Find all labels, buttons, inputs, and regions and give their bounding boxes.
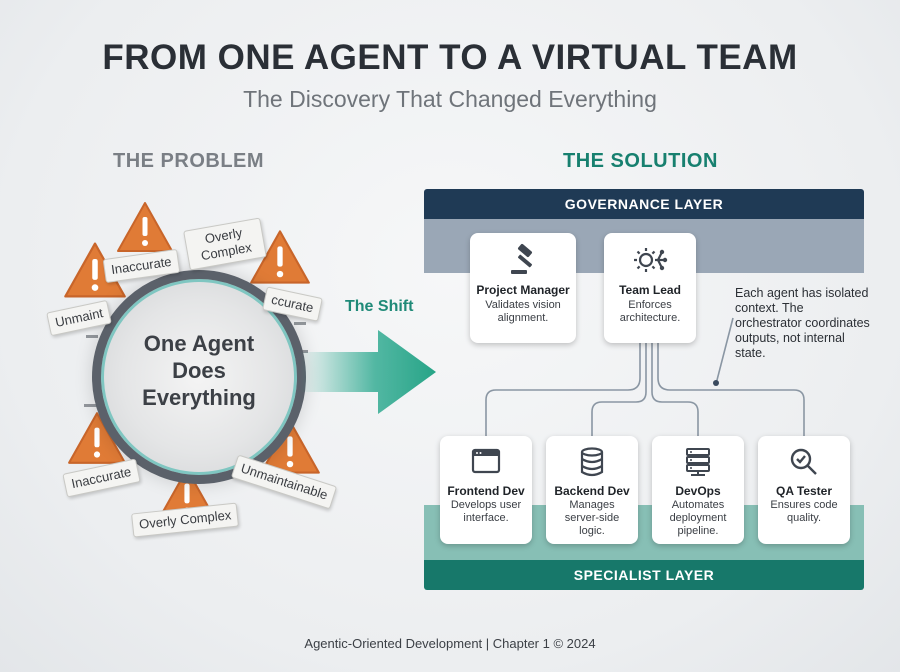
shift-label: The Shift — [345, 298, 414, 315]
agent-description: Validates vision alignment. — [485, 299, 561, 324]
agent-description: Ensures code quality. — [770, 499, 838, 524]
agent-card-team-lead: Team Lead Enforces architecture. — [604, 233, 696, 343]
browser-window-icon — [471, 448, 501, 474]
glitch-line — [84, 404, 98, 407]
governance-layer-label: GOVERNANCE LAYER — [424, 189, 864, 219]
agent-title: QA Tester — [775, 484, 832, 498]
context-note: Each agent has isolated context. The orc… — [735, 286, 870, 360]
solution-heading: THE SOLUTION — [563, 150, 718, 172]
footer-text: Agentic-Oriented Development | Chapter 1… — [304, 636, 596, 651]
warning-triangle-icon — [250, 230, 310, 284]
page-subtitle: The Discovery That Changed Everything — [243, 86, 657, 112]
agent-description: Automates deployment pipeline. — [669, 499, 727, 537]
gear-network-icon — [634, 248, 668, 272]
agent-title: Backend Dev — [554, 484, 630, 498]
agent-description: Enforces architecture. — [619, 299, 681, 324]
agent-title: Frontend Dev — [447, 484, 525, 498]
database-icon — [580, 447, 604, 477]
agent-card-devops: DevOps Automates deployment pipeline. — [652, 436, 744, 544]
agent-card-backend-dev: Backend Dev Manages server-side logic. — [546, 436, 638, 544]
glitch-line — [294, 322, 306, 325]
agent-card-project-manager: Project Manager Validates vision alignme… — [470, 233, 576, 343]
shift-arrow-icon — [300, 330, 436, 414]
magnifier-check-icon — [790, 448, 817, 475]
server-rack-icon — [686, 448, 710, 476]
gavel-icon — [511, 243, 533, 274]
agent-card-frontend-dev: Frontend Dev Develops user interface. — [440, 436, 532, 544]
problem-heading: THE PROBLEM — [113, 150, 265, 172]
one-agent-label: One Agent Does Everything — [142, 331, 256, 410]
specialist-layer-label: SPECIALIST LAYER — [424, 560, 864, 590]
agent-card-qa-tester: QA Tester Ensures code quality. — [758, 436, 850, 544]
agent-description: Manages server-side logic. — [564, 499, 620, 537]
glitch-line — [86, 335, 98, 338]
agent-title: DevOps — [675, 484, 721, 498]
page-title: FROM ONE AGENT TO A VIRTUAL TEAM — [102, 38, 798, 77]
agent-title: Team Lead — [619, 283, 681, 297]
agent-title: Project Manager — [476, 283, 570, 297]
warning-triangle-icon — [117, 202, 173, 252]
agent-description: Develops user interface. — [450, 499, 522, 524]
